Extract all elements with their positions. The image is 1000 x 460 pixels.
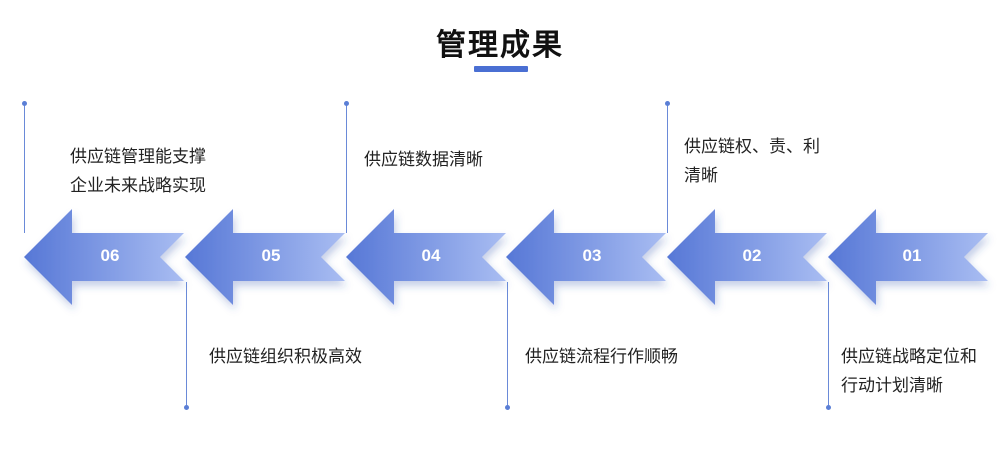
step-label-02-line-1: 供应链权、责、利	[684, 137, 820, 157]
connector-line-03	[507, 282, 508, 408]
title-underline	[474, 66, 528, 72]
step-label-04-line-1: 供应链数据清晰	[364, 150, 483, 170]
connector-line-02	[667, 103, 668, 233]
step-label-02: 供应链权、责、利 清晰	[684, 133, 820, 191]
step-label-02-line-2: 清晰	[684, 166, 718, 186]
step-number-05: 05	[261, 246, 281, 265]
arrow-step-06	[24, 209, 184, 305]
step-number-04: 04	[421, 246, 441, 265]
page-title: 管理成果	[436, 28, 564, 63]
arrow-step-01	[828, 209, 988, 305]
step-label-01-line-2: 行动计划清晰	[841, 376, 943, 396]
arrow-step-04	[346, 209, 506, 305]
connector-dot-02	[665, 101, 670, 106]
step-number-02: 02	[742, 246, 762, 265]
connector-line-06	[24, 103, 25, 233]
step-label-01-line-1: 供应链战略定位和	[841, 347, 977, 367]
connector-dot-06	[22, 101, 27, 106]
step-label-06: 供应链管理能支撑 企业未来战略实现	[70, 143, 206, 201]
connector-dot-01	[826, 405, 831, 410]
step-label-05: 供应链组织积极高效	[209, 343, 362, 372]
step-number-03: 03	[582, 246, 602, 265]
arrow-step-03	[506, 209, 666, 305]
connector-dot-04	[344, 101, 349, 106]
connector-dot-03	[505, 405, 510, 410]
step-label-03: 供应链流程行作顺畅	[525, 343, 678, 372]
step-label-04: 供应链数据清晰	[364, 146, 483, 175]
step-label-05-line-1: 供应链组织积极高效	[209, 347, 362, 367]
step-label-06-line-2: 企业未来战略实现	[70, 176, 206, 196]
step-number-06: 06	[100, 246, 120, 265]
arrow-step-05	[185, 209, 345, 305]
connector-line-05	[186, 282, 187, 408]
step-label-01: 供应链战略定位和 行动计划清晰	[841, 343, 977, 401]
arrow-step-02	[667, 209, 827, 305]
step-label-06-line-1: 供应链管理能支撑	[70, 147, 206, 167]
connector-line-01	[828, 282, 829, 408]
connector-line-04	[346, 103, 347, 233]
connector-dot-05	[184, 405, 189, 410]
step-number-01: 01	[902, 246, 922, 265]
step-label-03-line-1: 供应链流程行作顺畅	[525, 347, 678, 367]
